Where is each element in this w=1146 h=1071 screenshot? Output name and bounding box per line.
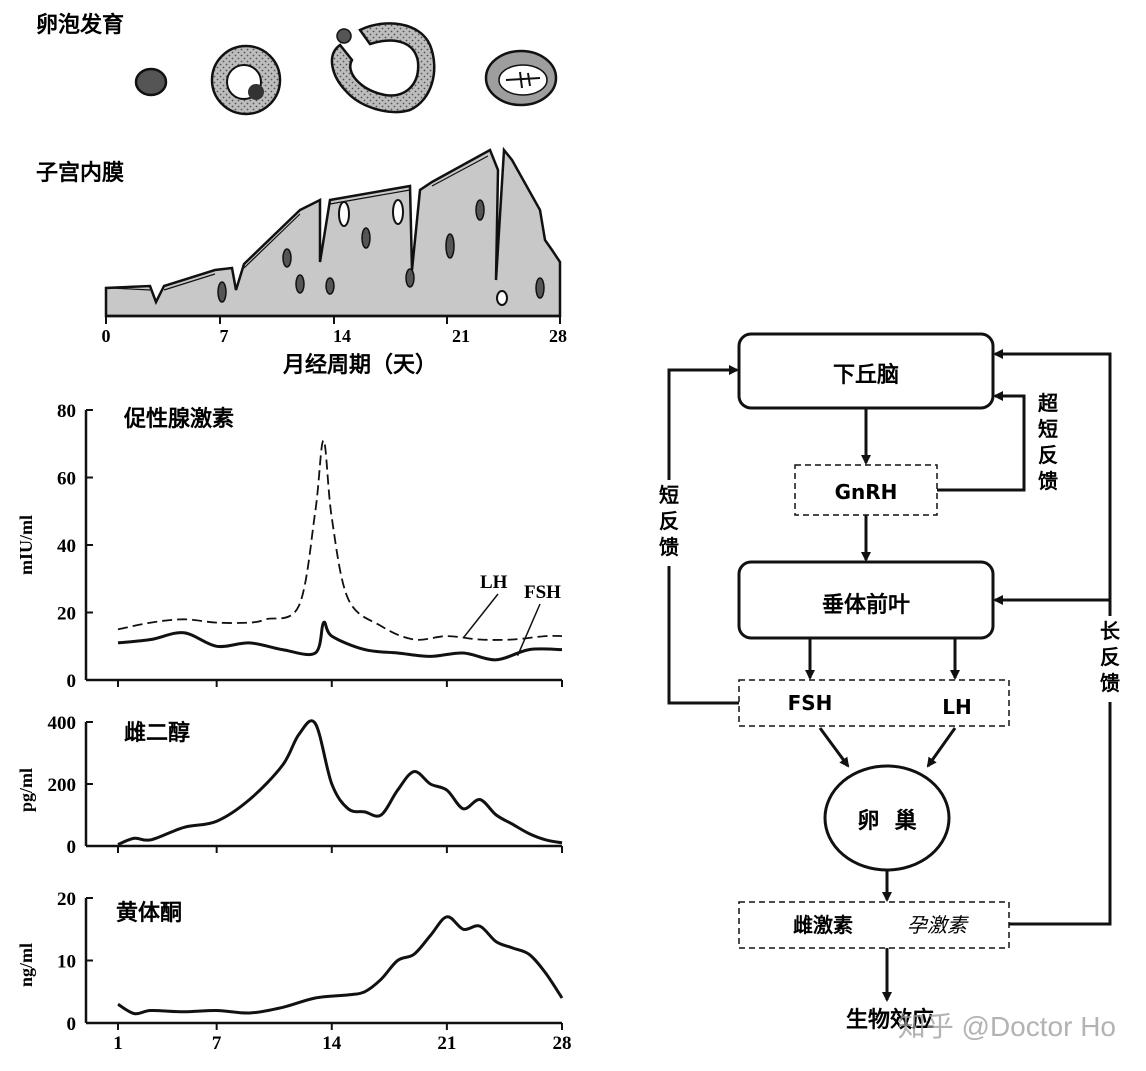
follicle-label: 卵泡发育 (36, 12, 124, 38)
short-char: 反 (659, 509, 679, 533)
y-tick-label: 0 (67, 671, 77, 692)
series-leader-lh (462, 593, 499, 639)
long-char: 长 (1100, 619, 1121, 643)
estrogen-label: 雌激素 (793, 913, 853, 937)
short-char: 短 (659, 483, 679, 507)
arrow-lh-ovary (926, 727, 957, 768)
endo-tick-label: 14 (333, 326, 351, 346)
y-tick-label: 200 (48, 775, 77, 796)
series-line-series-0 (117, 719, 563, 846)
gnrh-box (794, 464, 938, 516)
x-tick-label: 14 (322, 1033, 342, 1054)
series-line-fsh (117, 620, 563, 662)
steroid-box (738, 901, 1010, 949)
ultra-short-char: 超 (1037, 391, 1059, 415)
gnrh-label: GnRH (835, 480, 898, 504)
ovary-label: 卵 巢 (857, 808, 916, 834)
y-tick-label: 60 (57, 469, 76, 490)
long-label-bg (1095, 616, 1125, 702)
endometrium-x-axis: 0 7 14 21 28 月经周期（天） (102, 314, 567, 378)
bio-effect-label: 生物效应 (846, 1007, 934, 1033)
feedback-flowchart: 下丘脑 GnRH 垂体前叶 FSH LH 卵 巢 雌激素 孕激素 生物效应 超 … (654, 332, 1125, 1033)
y-tick-label: 10 (57, 952, 76, 973)
chart-title: 雌二醇 (124, 720, 190, 746)
follicle-stage-2-icon (210, 44, 282, 116)
short-label-bg (654, 480, 684, 566)
lh-label: LH (942, 695, 971, 719)
progesterone-label: 孕激素 (907, 913, 969, 937)
hypothalamus-label: 下丘脑 (833, 362, 899, 388)
endometrium-diagram (104, 146, 562, 318)
x-tick-label: 28 (553, 1033, 572, 1054)
follicle-stage-4-icon (484, 49, 558, 107)
long-char: 反 (1100, 645, 1120, 669)
arrow-fsh-ovary (818, 727, 850, 768)
series-label-lh: LH (480, 572, 508, 593)
y-axis-label: ng/ml (16, 943, 36, 987)
y-tick-label: 80 (57, 401, 76, 422)
y-tick-label: 0 (67, 837, 77, 858)
chart-title: 黄体酮 (116, 901, 182, 926)
short-char: 馈 (659, 535, 679, 559)
x-tick-label: 1 (113, 1033, 123, 1054)
endo-tick-label: 0 (102, 326, 111, 346)
series-leader-fsh (516, 603, 541, 656)
y-axis-label: pg/ml (16, 768, 36, 812)
y-tick-label: 400 (48, 713, 77, 734)
fsh-lh-box (738, 679, 1010, 727)
series-line-lh (117, 439, 563, 641)
follicle-stage-3-icon (330, 22, 436, 114)
watermark: 知乎 @Doctor Ho (898, 1011, 1116, 1042)
endo-tick-label: 7 (220, 326, 229, 346)
x-tick-label: 7 (212, 1033, 222, 1054)
chart-title: 促性腺激素 (123, 406, 234, 432)
y-tick-label: 0 (67, 1014, 77, 1035)
chart-panel: 400 200 0 pg/ml 雌二醇 (16, 713, 563, 858)
endometrium-label: 子宫内膜 (36, 160, 124, 186)
ultra-short-char: 短 (1038, 417, 1058, 441)
y-tick-label: 20 (57, 889, 76, 910)
y-axis-label: mIU/ml (16, 515, 36, 575)
follicle-stage-1-icon (134, 67, 168, 97)
x-tick-label: 21 (437, 1033, 456, 1054)
fsh-label: FSH (788, 691, 833, 715)
endo-axis-title: 月经周期（天） (282, 352, 437, 378)
y-tick-label: 40 (57, 536, 76, 557)
ultra-short-char: 反 (1038, 443, 1058, 467)
y-tick-label: 20 (57, 604, 76, 625)
pituitary-label: 垂体前叶 (822, 592, 910, 618)
chart-panel: 80 60 40 20 0 mIU/ml 促性腺激素 LH FSH (16, 401, 563, 692)
chart-panel: 20 10 0 ng/ml 黄体酮 1 7 14 21 28 (16, 889, 572, 1054)
ultra-short-feedback-arrow (937, 391, 1026, 492)
series-line-series-0 (117, 915, 564, 1016)
endo-tick-label: 28 (549, 326, 567, 346)
endo-tick-label: 21 (452, 326, 470, 346)
ultra-short-char: 馈 (1038, 469, 1058, 493)
long-char: 馈 (1100, 671, 1120, 695)
series-label-fsh: FSH (524, 582, 561, 603)
